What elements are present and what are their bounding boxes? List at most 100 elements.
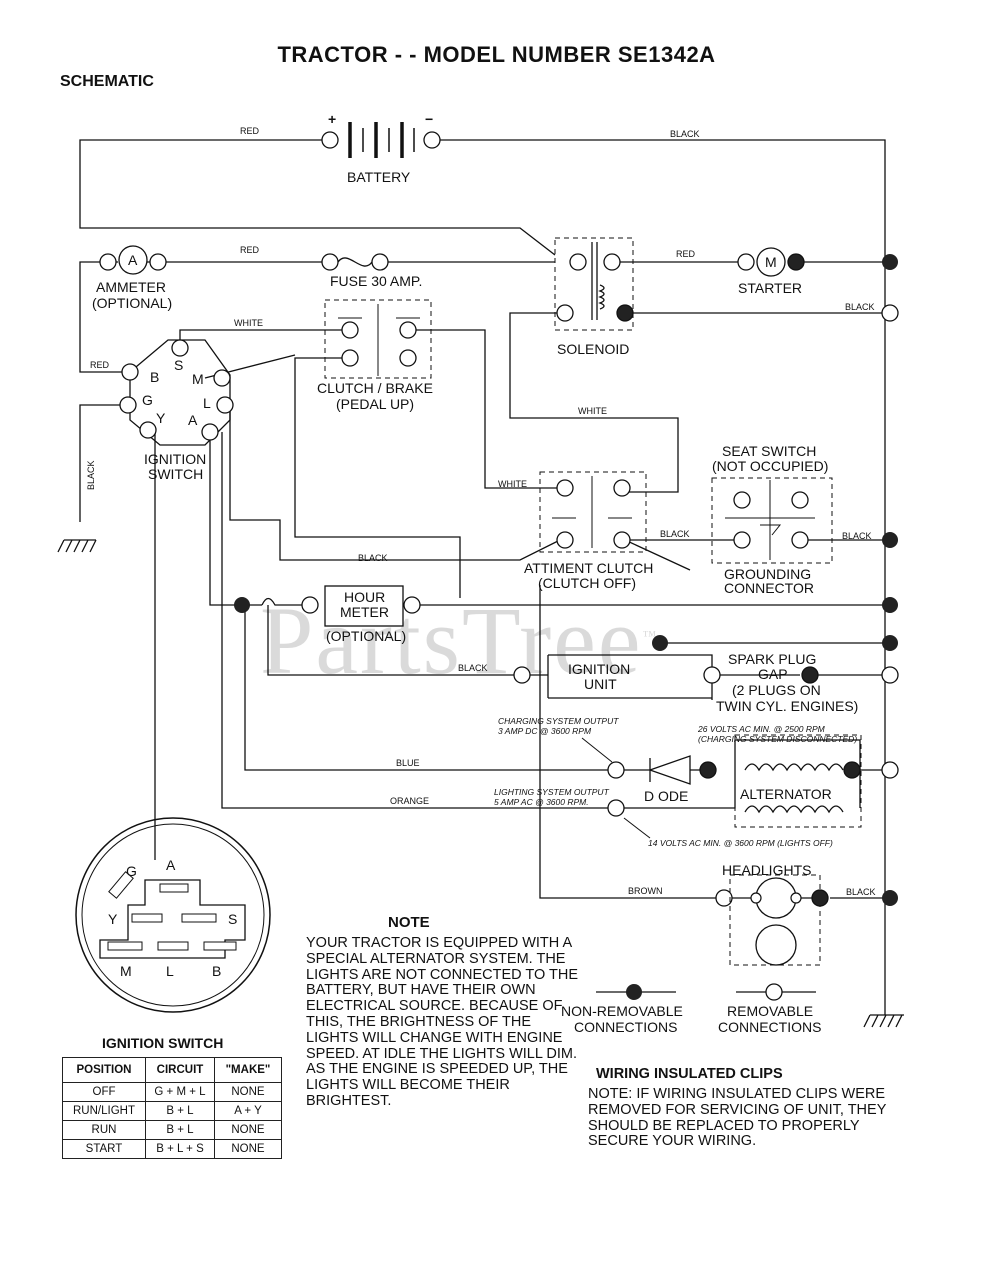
wire-red-fuse: RED — [240, 245, 260, 255]
alternator-label: ALTERNATOR — [740, 786, 832, 802]
connection-legend: NON-REMOVABLE CONNECTIONS REMOVABLE CONN… — [561, 983, 821, 1035]
legend-non-removable-2: CONNECTIONS — [574, 1019, 677, 1035]
starter-label: STARTER — [738, 280, 802, 296]
grounding-label-2: CONNECTOR — [724, 580, 814, 596]
wires — [79, 139, 886, 1015]
schematic-subtitle: SCHEMATIC — [60, 73, 154, 90]
attach-clutch-label: ATTIMENT CLUTCH — [524, 560, 653, 576]
ignition-unit: IGNITION UNIT — [513, 661, 721, 692]
table-cell: RUN/LIGHT — [62, 1101, 146, 1121]
ignition-table: POSITION CIRCUIT "MAKE" OFF G + M + L NO… — [62, 1057, 282, 1159]
ign-terminal-a: A — [188, 412, 198, 428]
legend-removable-2: CONNECTIONS — [718, 1019, 821, 1035]
spark-plug-note-2: TWIN CYL. ENGINES) — [716, 698, 858, 714]
spec-charging-2: 3 AMP DC @ 3600 RPM — [498, 726, 592, 736]
battery-minus: − — [425, 111, 433, 127]
ignition-unit-label-2: UNIT — [584, 676, 617, 692]
headlights-label: HEADLIGHTS — [722, 862, 811, 878]
page-title: TRACTOR - - MODEL NUMBER SE1342A — [277, 42, 716, 67]
battery: + − BATTERY — [321, 111, 441, 185]
table-row: RUN/LIGHT B + L A + Y — [62, 1101, 282, 1121]
ign-switch-label-2: SWITCH — [148, 466, 203, 482]
ign-face-g: G — [126, 863, 137, 879]
alternator: ALTERNATOR — [607, 734, 862, 828]
diode: D ODE — [607, 755, 717, 804]
ign-face-y: Y — [108, 911, 118, 927]
wire-red-ign: RED — [90, 360, 110, 370]
starter-symbol: M — [765, 254, 777, 270]
wire-black-ground: BLACK — [86, 460, 96, 490]
wire-white-clutch: WHITE — [234, 318, 263, 328]
table-cell: B + L — [145, 1101, 215, 1121]
clips-heading: WIRING INSULATED CLIPS — [596, 1066, 783, 1082]
wire-red-starter: RED — [676, 249, 696, 259]
ground-symbols — [57, 539, 904, 1028]
wire-black-seat: BLACK — [660, 529, 690, 539]
table-cell: START — [62, 1139, 146, 1159]
legend-non-removable: NON-REMOVABLE — [561, 1003, 683, 1019]
table-cell: NONE — [214, 1082, 282, 1102]
table-cell: RUN — [62, 1120, 146, 1140]
wire-blue: BLUE — [396, 758, 420, 768]
ammeter-optional: (OPTIONAL) — [92, 295, 172, 311]
wire-black-headlight: BLACK — [846, 887, 876, 897]
ammeter: A AMMETER (OPTIONAL) — [92, 245, 172, 311]
wire-orange: ORANGE — [390, 796, 429, 806]
spark-plug-note: (2 PLUGS ON — [732, 682, 821, 698]
col-make: "MAKE" — [214, 1057, 282, 1083]
ignition-switch: B S M G L Y A IGNITION SWITCH — [119, 339, 234, 482]
table-cell: G + M + L — [145, 1082, 215, 1102]
hour-meter-label: HOUR — [344, 589, 385, 605]
clutch-brake-switch: CLUTCH / BRAKE (PEDAL UP) — [317, 299, 433, 412]
ignition-switch-face: G A Y S M L B — [75, 817, 271, 1013]
seat-switch-label: SEAT SWITCH — [722, 443, 816, 459]
ign-face-b: B — [212, 963, 221, 979]
hour-meter: HOUR METER (OPTIONAL) — [301, 585, 421, 644]
wire-labels: RED BLACK RED RED BLACK WHITE RED BLACK … — [86, 126, 876, 897]
wire-white-attach: WHITE — [498, 479, 527, 489]
hour-meter-optional: (OPTIONAL) — [326, 628, 406, 644]
fuse: FUSE 30 AMP. — [321, 253, 422, 289]
table-row: RUN B + L NONE — [62, 1120, 282, 1140]
solenoid-label: SOLENOID — [557, 341, 629, 357]
spec-lighting-2: 5 AMP AC @ 3600 RPM. — [494, 797, 589, 807]
ign-terminal-g: G — [142, 392, 153, 408]
wire-black-solenoid: BLACK — [845, 302, 875, 312]
spec-charging: CHARGING SYSTEM OUTPUT — [498, 716, 619, 726]
ignition-table-heading: IGNITION SWITCH — [102, 1035, 224, 1051]
spec-volts-dc-2: (CHARGING SYSTEM DISCONNECTED) — [698, 734, 857, 744]
seat-switch: SEAT SWITCH (NOT OCCUPIED) GROUNDING CON… — [711, 443, 833, 596]
clutch-brake-pedal-up: (PEDAL UP) — [336, 396, 414, 412]
ign-face-a: A — [166, 857, 176, 873]
hour-meter-label-2: METER — [340, 604, 389, 620]
table-cell: OFF — [62, 1082, 146, 1102]
ign-face-l: L — [166, 963, 174, 979]
spark-plug-label: SPARK PLUG — [728, 651, 816, 667]
spec-lighting: LIGHTING SYSTEM OUTPUT — [494, 787, 610, 797]
battery-label: BATTERY — [347, 169, 411, 185]
table-header-row: POSITION CIRCUIT "MAKE" — [62, 1057, 282, 1083]
table-cell: A + Y — [214, 1101, 282, 1121]
wire-red-top: RED — [240, 126, 260, 136]
ign-face-m: M — [120, 963, 132, 979]
table-cell: NONE — [214, 1120, 282, 1140]
ign-terminal-y: Y — [156, 410, 166, 426]
col-position: POSITION — [62, 1057, 146, 1083]
attach-clutch-off: (CLUTCH OFF) — [538, 575, 636, 591]
table-row: OFF G + M + L NONE — [62, 1082, 282, 1102]
wire-black-center: BLACK — [358, 553, 388, 563]
clutch-brake-label: CLUTCH / BRAKE — [317, 380, 433, 396]
right-bus-connectors — [234, 254, 899, 906]
note-body: YOUR TRACTOR IS EQUIPPED WITH A SPECIAL … — [306, 935, 579, 1109]
headlights: HEADLIGHTS — [715, 862, 829, 966]
table-cell: B + L — [145, 1120, 215, 1140]
table-row: START B + L + S NONE — [62, 1139, 282, 1159]
legend-removable: REMOVABLE — [727, 1003, 813, 1019]
table-cell: B + L + S — [145, 1139, 215, 1159]
spark-plug-gap: GAP — [758, 666, 788, 682]
battery-plus: + — [328, 111, 336, 127]
spec-volts-ac: 14 VOLTS AC MIN. @ 3600 RPM (LIGHTS OFF) — [648, 838, 833, 848]
ign-terminal-s: S — [174, 357, 183, 373]
wire-black-top: BLACK — [670, 129, 700, 139]
grounding-label: GROUNDING — [724, 566, 811, 582]
